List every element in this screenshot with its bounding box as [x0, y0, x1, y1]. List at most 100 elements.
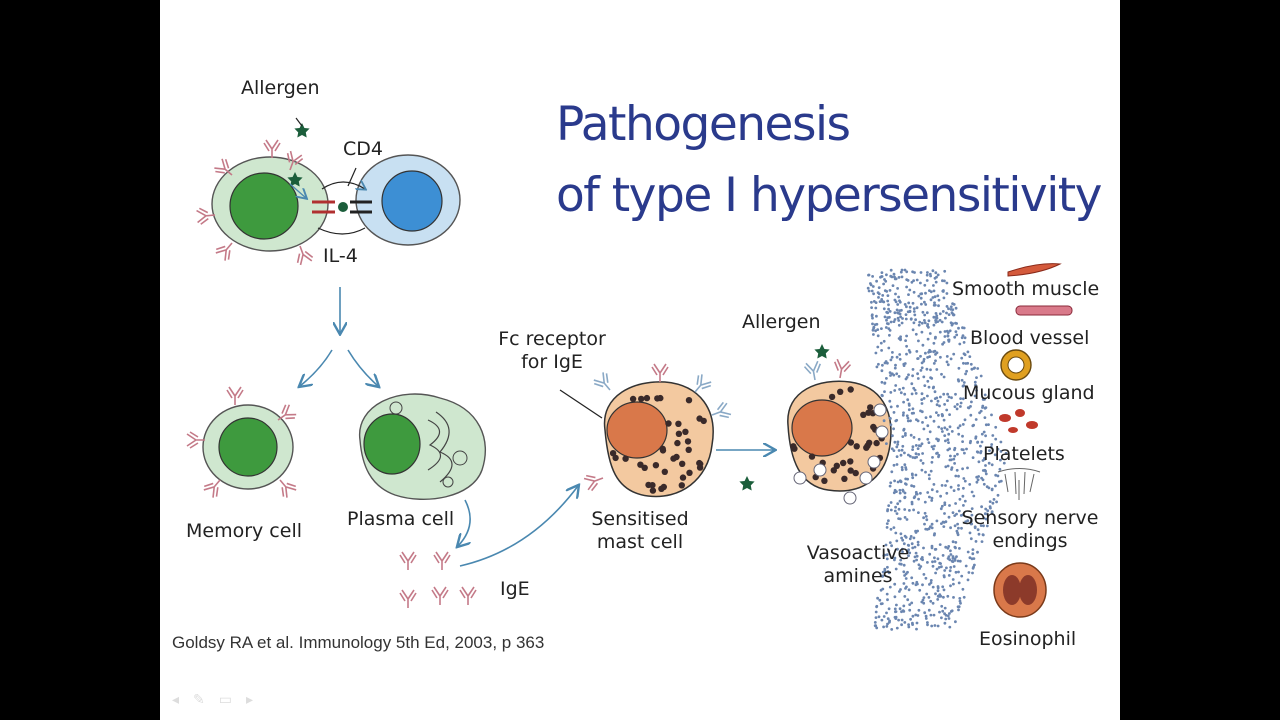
amine-dot [919, 491, 922, 495]
sensory-nerve-line-2: endings [992, 529, 1068, 552]
granule-dot [679, 460, 686, 467]
amine-dot [909, 317, 913, 321]
amine-dot [895, 455, 899, 458]
amine-dot [981, 533, 985, 536]
amine-dot [932, 350, 935, 354]
granule-dot [841, 475, 848, 482]
amine-dot [939, 355, 942, 359]
amine-dot [912, 386, 916, 390]
amine-dot [907, 623, 910, 627]
amine-dot [926, 491, 930, 494]
amine-dot [881, 294, 885, 297]
amine-dot [870, 289, 874, 293]
amine-dot [959, 401, 963, 405]
amine-dot [961, 384, 965, 388]
amine-dot [995, 500, 998, 504]
amine-dot [911, 301, 915, 305]
amine-dot [973, 526, 977, 530]
amine-dot [935, 519, 939, 523]
amine-dot [912, 310, 916, 313]
pen-icon[interactable]: ✎ [193, 692, 205, 708]
amine-dot [934, 335, 937, 339]
amine-dot [961, 494, 965, 498]
amine-dot [941, 414, 944, 418]
amine-dot [912, 536, 916, 540]
amine-dot [963, 418, 967, 422]
amine-dot [942, 375, 946, 379]
amine-dot [946, 363, 950, 367]
amine-dot [908, 608, 912, 612]
amine-dot [944, 545, 948, 549]
amine-dot [877, 615, 881, 619]
cd4-label: CD4 [343, 138, 383, 160]
amine-dot [971, 571, 974, 575]
amine-dot [952, 582, 955, 586]
amine-dot [876, 328, 880, 331]
prev-slide-icon[interactable]: ◂ [172, 692, 180, 708]
amine-dot [948, 413, 951, 416]
menu-icon[interactable]: ▭ [218, 692, 232, 708]
amine-dot [903, 392, 907, 396]
amine-dot [907, 373, 910, 377]
amine-dot [946, 464, 950, 468]
amine-dot [871, 275, 874, 278]
amine-dot [956, 452, 959, 456]
amine-dot [981, 398, 985, 401]
amine-dot [882, 419, 886, 423]
sensory-nerve-line-1: Sensory nerve [961, 507, 1099, 529]
amine-dot [920, 366, 924, 370]
amine-dot [883, 569, 887, 573]
amine-dot [901, 489, 905, 493]
amine-dot [941, 430, 944, 433]
released-granule [843, 491, 857, 505]
amine-dot [996, 493, 1000, 497]
amine-dot [897, 375, 901, 378]
amine-dot [943, 335, 947, 338]
amine-dot [877, 362, 880, 366]
amine-dot [900, 275, 904, 279]
amine-dot [923, 611, 927, 615]
amine-dot [898, 357, 902, 361]
amine-dot [954, 306, 958, 310]
amine-dot [901, 550, 904, 554]
amine-dot [933, 556, 936, 560]
amine-dot [921, 310, 925, 314]
amine-dot [961, 326, 964, 330]
amine-dot [869, 283, 873, 287]
amine-dot [945, 360, 949, 364]
amine-dot [891, 434, 894, 438]
amine-dot [945, 566, 948, 570]
amine-dot [949, 305, 953, 309]
amine-dot [892, 526, 896, 529]
amine-dot [974, 540, 978, 543]
amine-dot [956, 403, 959, 406]
amine-dot [918, 567, 921, 570]
amine-dot [897, 507, 901, 511]
amine-dot [922, 516, 925, 520]
amine-dot [894, 384, 898, 387]
granule-dot [675, 420, 682, 427]
amine-dot [931, 269, 935, 273]
next-slide-icon[interactable]: ▸ [246, 692, 254, 708]
amine-dot [876, 345, 880, 349]
amine-dot [952, 457, 956, 461]
amine-dot [904, 432, 907, 435]
amine-dot [1002, 461, 1006, 465]
amine-dot [916, 447, 920, 450]
amine-dot [931, 296, 935, 299]
amine-dot [994, 437, 998, 441]
amine-dot [926, 424, 930, 428]
amine-dot [971, 456, 975, 459]
amine-dot [937, 298, 941, 302]
amine-dot [874, 351, 878, 355]
amine-dot [894, 505, 897, 509]
amine-dot [880, 327, 883, 330]
amine-dot [892, 320, 896, 323]
amine-dot [896, 443, 900, 446]
amine-dot [898, 299, 901, 303]
granule-dot [852, 469, 859, 477]
amine-dot [958, 342, 962, 346]
amine-dot [888, 541, 892, 544]
amine-dot [982, 482, 986, 486]
amine-dot [934, 359, 937, 363]
